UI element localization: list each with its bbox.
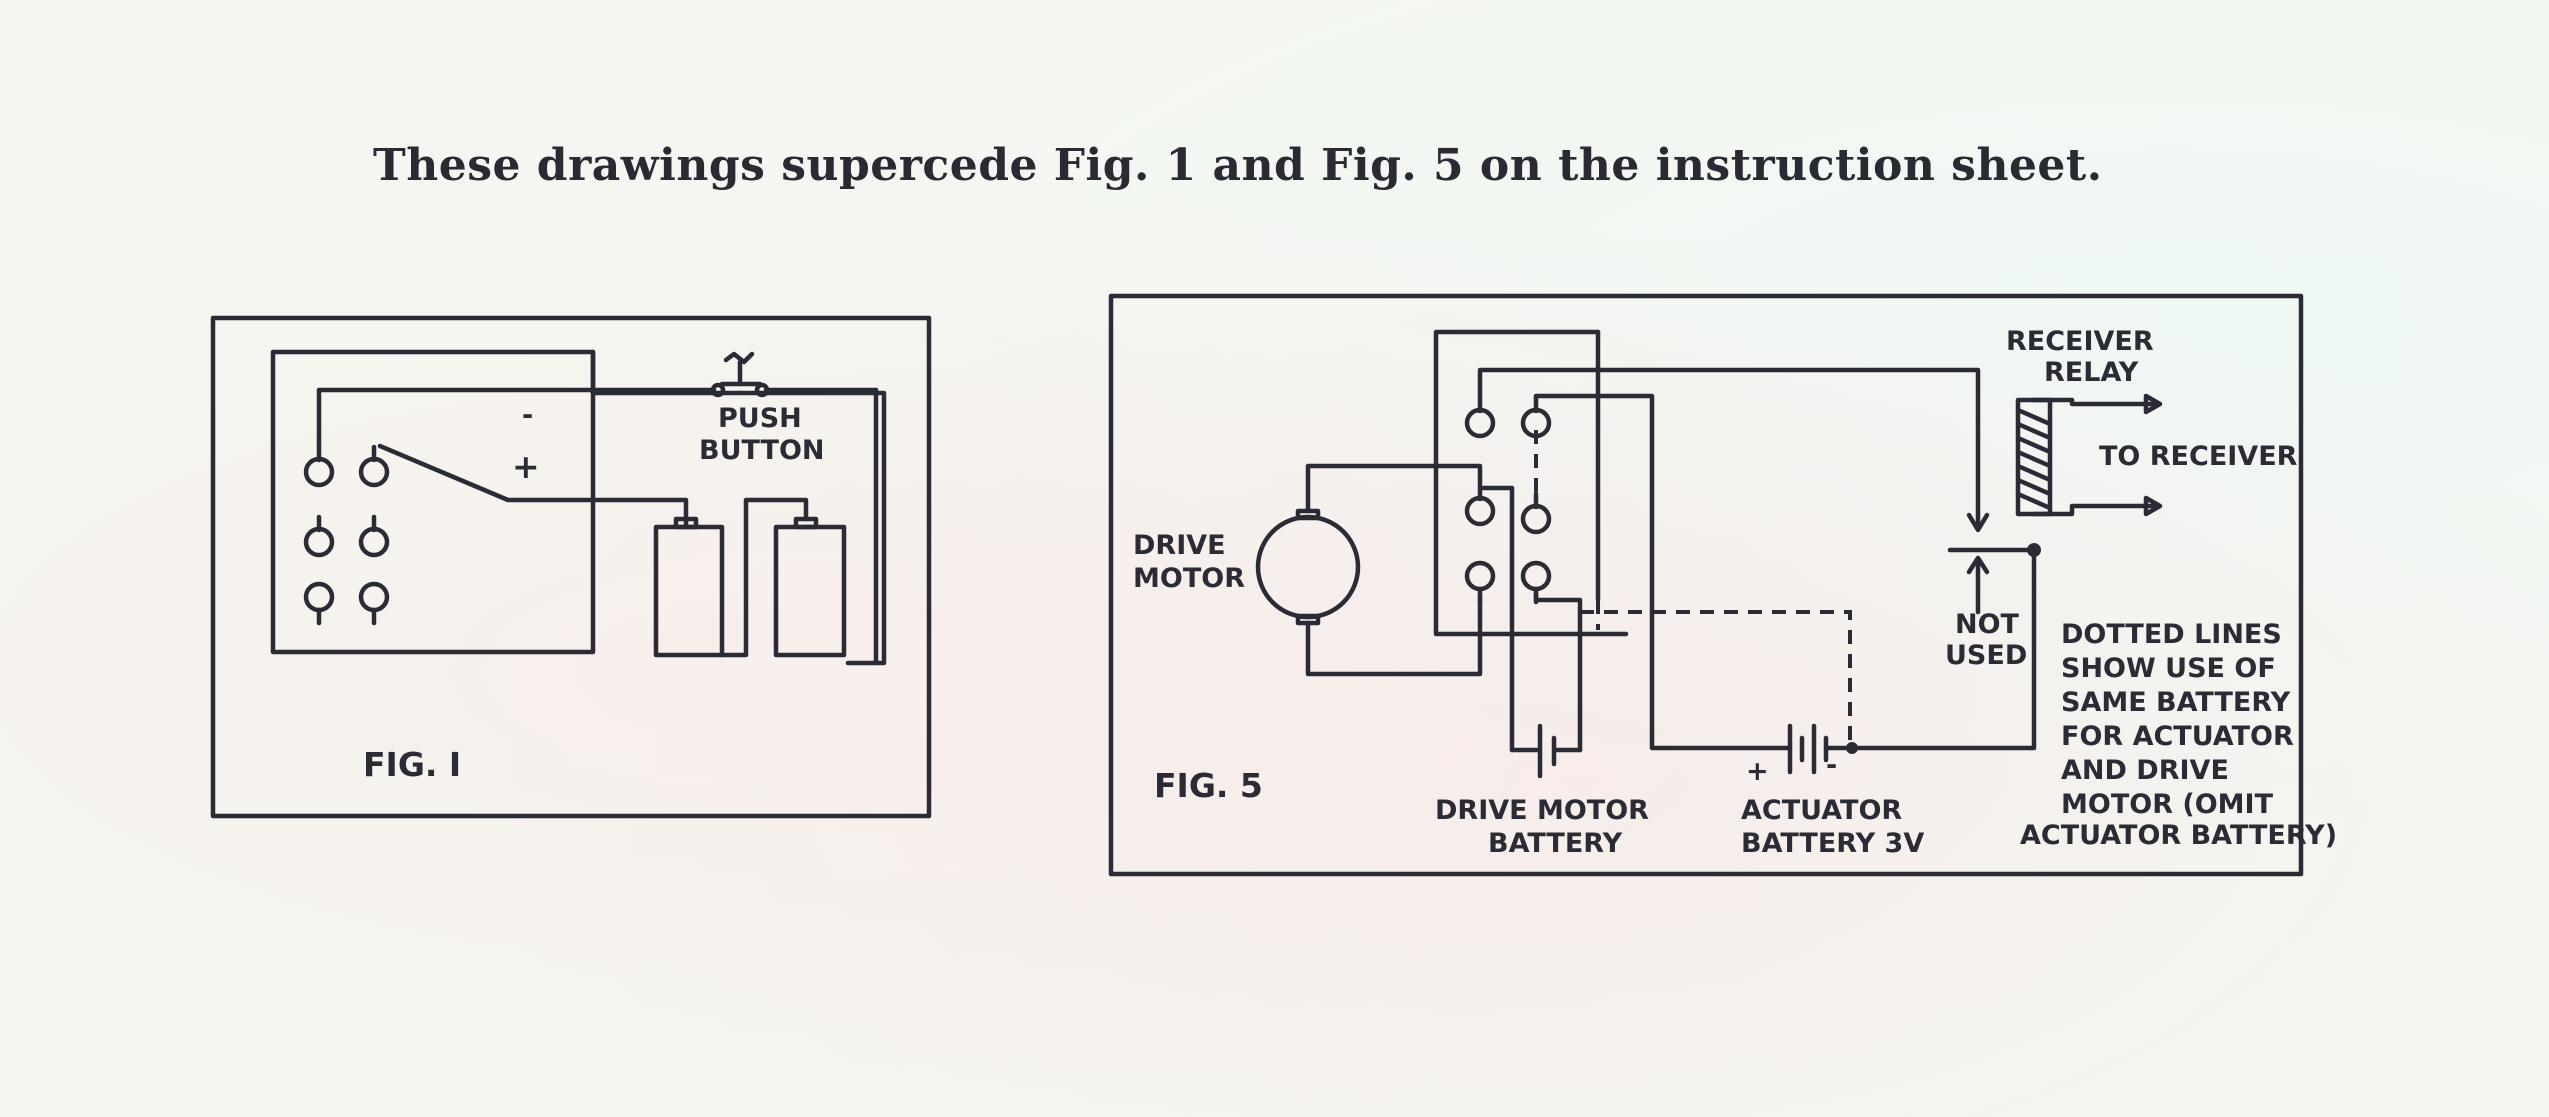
dotted-lines-note: DOTTED LINES SHOW USE OF SAME BATTERY FO… — [2020, 619, 2337, 851]
fig1-switch-wire — [377, 443, 689, 528]
note-line-1: DOTTED LINES — [2061, 619, 2282, 650]
fig1-battery-left — [653, 524, 725, 658]
fig1-wire-to-button — [316, 387, 717, 450]
receiver-relay-label-2: RELAY — [2044, 357, 2139, 388]
fig1-battery-left-terminal — [673, 516, 699, 530]
push-button-icon — [710, 351, 770, 398]
relay-arrow-down-icon — [1966, 512, 1990, 533]
actuator-battery-minus: - — [1826, 750, 1837, 781]
fig1-diagram: - + PUSH BUTTON FIG. I — [210, 315, 932, 819]
fig1-caption: FIG. I — [363, 745, 461, 784]
relay-arrow-top-icon — [2143, 393, 2163, 415]
note-line-4: FOR ACTUATOR — [2061, 721, 2294, 752]
fig1-loop-wire — [590, 349, 887, 666]
fig1-frame — [210, 315, 932, 819]
drive-motor-battery-label-2: BATTERY — [1488, 828, 1623, 859]
fig5-frame — [1108, 293, 2304, 877]
fig5-motor-wire-top — [1305, 463, 1483, 514]
actuator-battery-plus: + — [1746, 756, 1769, 787]
drive-motor-icon — [1255, 514, 1361, 620]
fig1-battery-link — [719, 497, 809, 658]
fig5-terminal-board — [1433, 329, 1629, 637]
fig5-wire-to-relay — [1477, 367, 1981, 528]
fig5-terminals — [1464, 395, 1552, 605]
drive-motor-label-2: MOTOR — [1133, 563, 1245, 594]
fig5-junction-dot — [1846, 742, 1858, 754]
note-line-7: ACTUATOR BATTERY) — [2020, 820, 2337, 851]
note-line-3: SAME BATTERY — [2061, 687, 2291, 718]
relay-wire-top — [2031, 397, 2161, 407]
not-used-label-2: USED — [1945, 640, 2027, 671]
push-button-label-2: BUTTON — [699, 435, 825, 466]
relay-arrow-bottom-icon — [2143, 495, 2163, 517]
fig1-wire-right — [845, 387, 879, 666]
receiver-relay-coil-icon — [2015, 397, 2053, 517]
drive-motor-battery-icon — [1537, 723, 1557, 779]
receiver-relay-label-1: RECEIVER — [2006, 326, 2154, 357]
to-receiver-label: TO RECEIVER — [2099, 441, 2298, 472]
actuator-battery-label-1: ACTUATOR — [1741, 795, 1902, 826]
fig5-diagram: DRIVE MOTOR RECEIVER RELAY TO RECEIVER N… — [1108, 293, 2337, 877]
not-used-label-1: NOT — [1955, 609, 2020, 640]
drive-motor-label-1: DRIVE — [1133, 530, 1226, 561]
actuator-battery-icon — [1787, 723, 1829, 775]
fig1-plus-label: + — [512, 447, 540, 486]
fig5-drive-battery-wire-right — [1533, 591, 1583, 753]
fig1-terminals — [303, 444, 390, 626]
push-button-label-1: PUSH — [718, 403, 802, 434]
not-used-arrow-up-icon — [1966, 555, 1990, 575]
fig5-motor-wire-bottom — [1305, 593, 1483, 677]
relay-wire-bottom — [2031, 503, 2161, 517]
fig5-dotted-shared-battery — [1580, 610, 1852, 748]
fig5-wire-to-actuator — [1533, 393, 1793, 751]
page-heading: These drawings supercede Fig. 1 and Fig.… — [373, 140, 2103, 191]
fig1-battery-right — [773, 524, 847, 658]
note-line-2: SHOW USE OF — [2061, 653, 2276, 684]
fig5-actuator-wire-right — [1823, 549, 2037, 751]
fig5-caption: FIG. 5 — [1154, 766, 1263, 805]
note-line-5: AND DRIVE — [2061, 755, 2229, 786]
actuator-battery-label-2: BATTERY 3V — [1741, 828, 1924, 859]
note-line-6: MOTOR (OMIT — [2061, 789, 2274, 820]
fig5-drive-battery-wire-left — [1477, 485, 1515, 753]
drive-motor-battery-label-1: DRIVE MOTOR — [1435, 795, 1649, 826]
relay-contact-dot — [2027, 543, 2041, 557]
fig1-minus-label: - — [522, 400, 533, 431]
